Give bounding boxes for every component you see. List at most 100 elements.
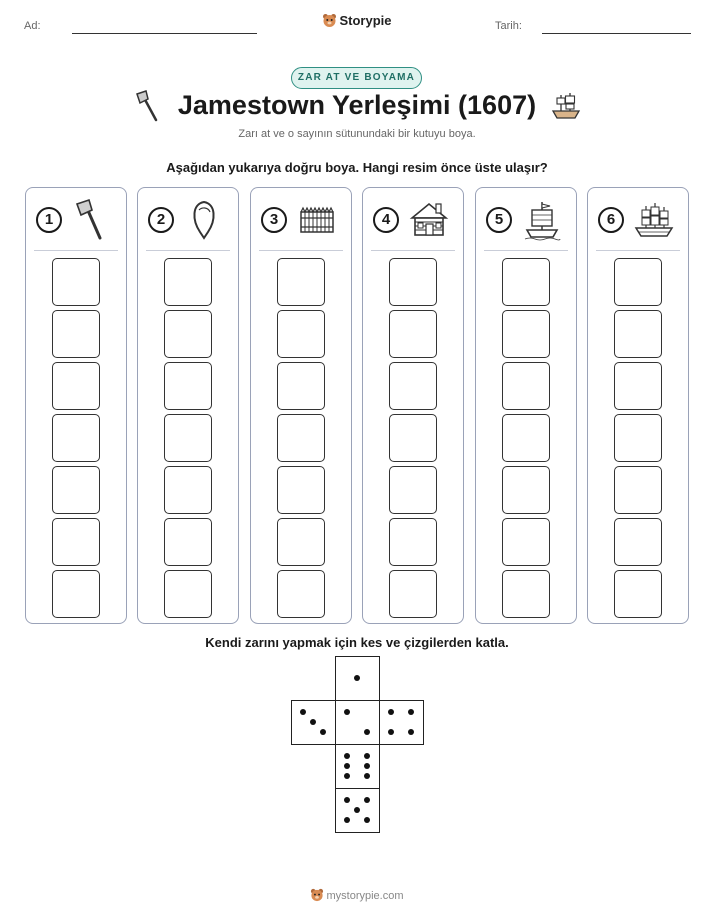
brand-name: Storypie	[339, 13, 392, 28]
color-box[interactable]	[52, 310, 100, 358]
column-number: 6	[598, 207, 624, 233]
column-4: 4	[362, 187, 464, 624]
die-pip	[364, 763, 370, 769]
footer-url[interactable]: mystorypie.com	[326, 890, 404, 902]
column-header: 5	[476, 188, 576, 251]
die-pip	[344, 763, 350, 769]
column-number: 5	[486, 207, 512, 233]
die-pip	[364, 773, 370, 779]
color-box[interactable]	[389, 362, 437, 410]
color-box[interactable]	[52, 466, 100, 514]
column-1: 1	[25, 187, 127, 624]
column-divider	[484, 250, 568, 251]
color-box[interactable]	[277, 258, 325, 306]
die-pip	[320, 729, 326, 735]
die-pip	[388, 709, 394, 715]
die-pip	[364, 753, 370, 759]
color-box[interactable]	[52, 570, 100, 618]
color-box[interactable]	[277, 362, 325, 410]
name-line[interactable]	[72, 33, 257, 34]
column-number: 4	[373, 207, 399, 233]
footer: mystorypie.com	[0, 888, 714, 905]
color-box[interactable]	[389, 570, 437, 618]
color-box[interactable]	[389, 414, 437, 462]
column-number: 3	[261, 207, 287, 233]
color-box[interactable]	[164, 518, 212, 566]
color-box[interactable]	[277, 414, 325, 462]
color-box[interactable]	[502, 570, 550, 618]
die-pip	[344, 773, 350, 779]
color-box[interactable]	[502, 518, 550, 566]
color-box[interactable]	[277, 518, 325, 566]
page-title: Jamestown Yerleşimi (1607)	[177, 90, 537, 120]
date-label: Tarih:	[495, 20, 522, 32]
color-box[interactable]	[614, 362, 662, 410]
brand-logo: Storypie	[0, 13, 714, 31]
die-face-6	[335, 744, 380, 789]
column-header: 1	[26, 188, 126, 251]
color-box[interactable]	[614, 310, 662, 358]
color-box[interactable]	[502, 414, 550, 462]
color-box[interactable]	[164, 310, 212, 358]
column-divider	[596, 250, 680, 251]
color-box[interactable]	[164, 466, 212, 514]
subtitle: Zarı at ve o sayının sütunundaki bir kut…	[238, 128, 476, 140]
color-box[interactable]	[614, 258, 662, 306]
name-label: Ad:	[24, 20, 41, 32]
column-header: 6	[588, 188, 688, 251]
sailing-ship-icon	[634, 198, 674, 242]
color-box[interactable]	[52, 518, 100, 566]
color-box[interactable]	[277, 570, 325, 618]
date-line[interactable]	[542, 33, 691, 34]
color-box[interactable]	[164, 414, 212, 462]
color-box[interactable]	[52, 362, 100, 410]
color-box[interactable]	[389, 310, 437, 358]
small-boat-icon	[522, 198, 562, 242]
column-divider	[371, 250, 455, 251]
die-pip	[344, 817, 350, 823]
cut-instruction: Kendi zarını yapmak için kes ve çizgiler…	[205, 635, 509, 650]
arrowhead-icon	[184, 198, 224, 242]
die-pip	[388, 729, 394, 735]
instruction-text: Aşağıdan yukarıya doğru boya. Hangi resi…	[166, 160, 548, 175]
color-box[interactable]	[614, 466, 662, 514]
column-header: 2	[138, 188, 238, 251]
activity-badge: ZAR AT VE BOYAMA	[291, 67, 422, 89]
die-face-2	[335, 700, 380, 745]
color-box[interactable]	[502, 258, 550, 306]
color-box[interactable]	[614, 518, 662, 566]
column-3: 3	[250, 187, 352, 624]
color-box[interactable]	[502, 466, 550, 514]
color-box[interactable]	[389, 258, 437, 306]
die-pip	[300, 709, 306, 715]
color-box[interactable]	[52, 414, 100, 462]
color-box[interactable]	[164, 362, 212, 410]
column-header: 3	[251, 188, 351, 251]
title-axe-icon	[134, 90, 162, 127]
color-box[interactable]	[502, 310, 550, 358]
column-number: 1	[36, 207, 62, 233]
color-box[interactable]	[277, 310, 325, 358]
storypie-bear-icon	[310, 888, 324, 905]
column-2: 2	[137, 187, 239, 624]
die-pip	[344, 709, 350, 715]
color-box[interactable]	[164, 258, 212, 306]
die-face-4	[379, 700, 424, 745]
palisade-fence-icon	[297, 198, 337, 242]
die-pip	[364, 729, 370, 735]
color-box[interactable]	[389, 466, 437, 514]
die-pip	[344, 753, 350, 759]
color-box[interactable]	[502, 362, 550, 410]
color-box[interactable]	[164, 570, 212, 618]
column-divider	[34, 250, 118, 251]
color-box[interactable]	[389, 518, 437, 566]
column-5: 5	[475, 187, 577, 624]
die-face-5	[335, 788, 380, 833]
die-face-3	[291, 700, 336, 745]
column-number: 2	[148, 207, 174, 233]
color-box[interactable]	[614, 414, 662, 462]
die-pip	[354, 807, 360, 813]
color-box[interactable]	[277, 466, 325, 514]
color-box[interactable]	[52, 258, 100, 306]
color-box[interactable]	[614, 570, 662, 618]
